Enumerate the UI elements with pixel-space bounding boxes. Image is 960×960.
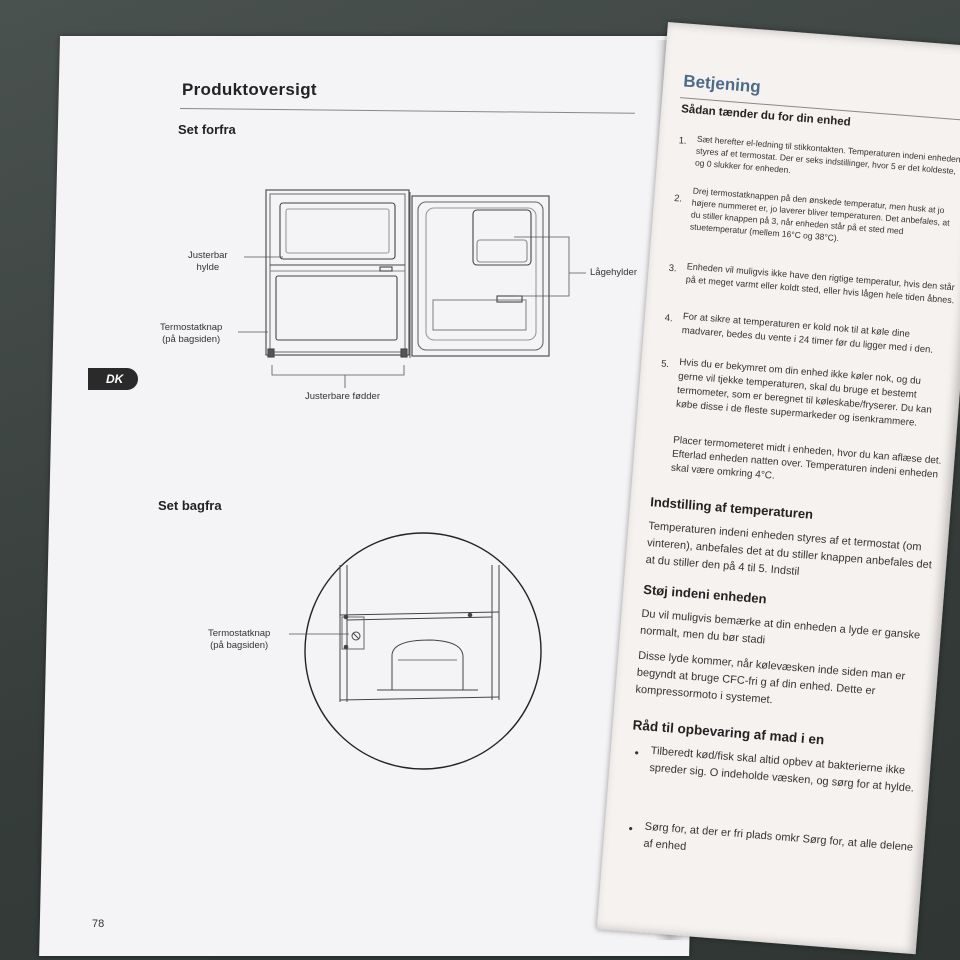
fridge-body xyxy=(265,189,410,356)
bullet-dot: • xyxy=(634,745,640,760)
bullet-item: Sørg for, at der er fri plads omkr Sørg … xyxy=(642,820,914,854)
label-door-shelves: Lågehylder xyxy=(590,267,638,278)
step-text: For at sikre at temperaturen er kold nok… xyxy=(681,311,934,356)
step-text: Enheden vil muligvis ikke have den rigti… xyxy=(685,261,956,306)
subtitle-turn-on: Sådan tænder du for din enhed xyxy=(680,103,852,129)
step-5-extra: Placer termometeret midt i enheden, hvor… xyxy=(670,434,942,482)
label-adjustable-feet: Justerbare fødder xyxy=(305,391,380,402)
language-tab: DK xyxy=(88,368,138,390)
page-number: 78 xyxy=(92,918,105,930)
section-temperature-title: Indstilling af temperaturen xyxy=(649,494,814,522)
freezer-compartment xyxy=(279,202,396,260)
label-thermostat-front: Termostatknap (på bagsiden) xyxy=(160,322,223,345)
fridge-door xyxy=(411,195,550,357)
right-page-title: Betjening xyxy=(682,71,762,97)
thermostat-knob-back xyxy=(341,616,365,650)
bullet-item: Tilberedt kød/fisk skal altid opbev at b… xyxy=(648,744,915,795)
label-thermostat-back: Termostatknap (på bagsiden) xyxy=(208,628,271,651)
step-number: 5. xyxy=(660,358,670,371)
label-adjustable-shelf: Justerbar hylde xyxy=(188,250,228,273)
back-view-heading: Set bagfra xyxy=(158,498,222,513)
step-number: 2. xyxy=(673,193,683,205)
bullet-dot: • xyxy=(628,821,634,836)
detail-circle xyxy=(304,532,542,770)
page-title: Produktoversigt xyxy=(182,80,317,99)
step-number: 4. xyxy=(664,312,674,325)
step-number: 3. xyxy=(668,262,678,275)
compressor xyxy=(391,639,464,691)
step-text: Drej termostatknappen på den ønskede tem… xyxy=(689,185,950,244)
section-temperature-text: Temperaturen indeni enheden styres af et… xyxy=(645,520,933,578)
step-text: Sæt herefter el-ledning til stikkontakte… xyxy=(694,133,960,177)
front-view-heading: Set forfra xyxy=(178,122,236,137)
step-number: 1. xyxy=(678,135,688,147)
step-text: Hvis du er bekymret om din enhed ikke kø… xyxy=(675,356,933,429)
section-noise-title: Støj indeni enheden xyxy=(642,581,768,607)
